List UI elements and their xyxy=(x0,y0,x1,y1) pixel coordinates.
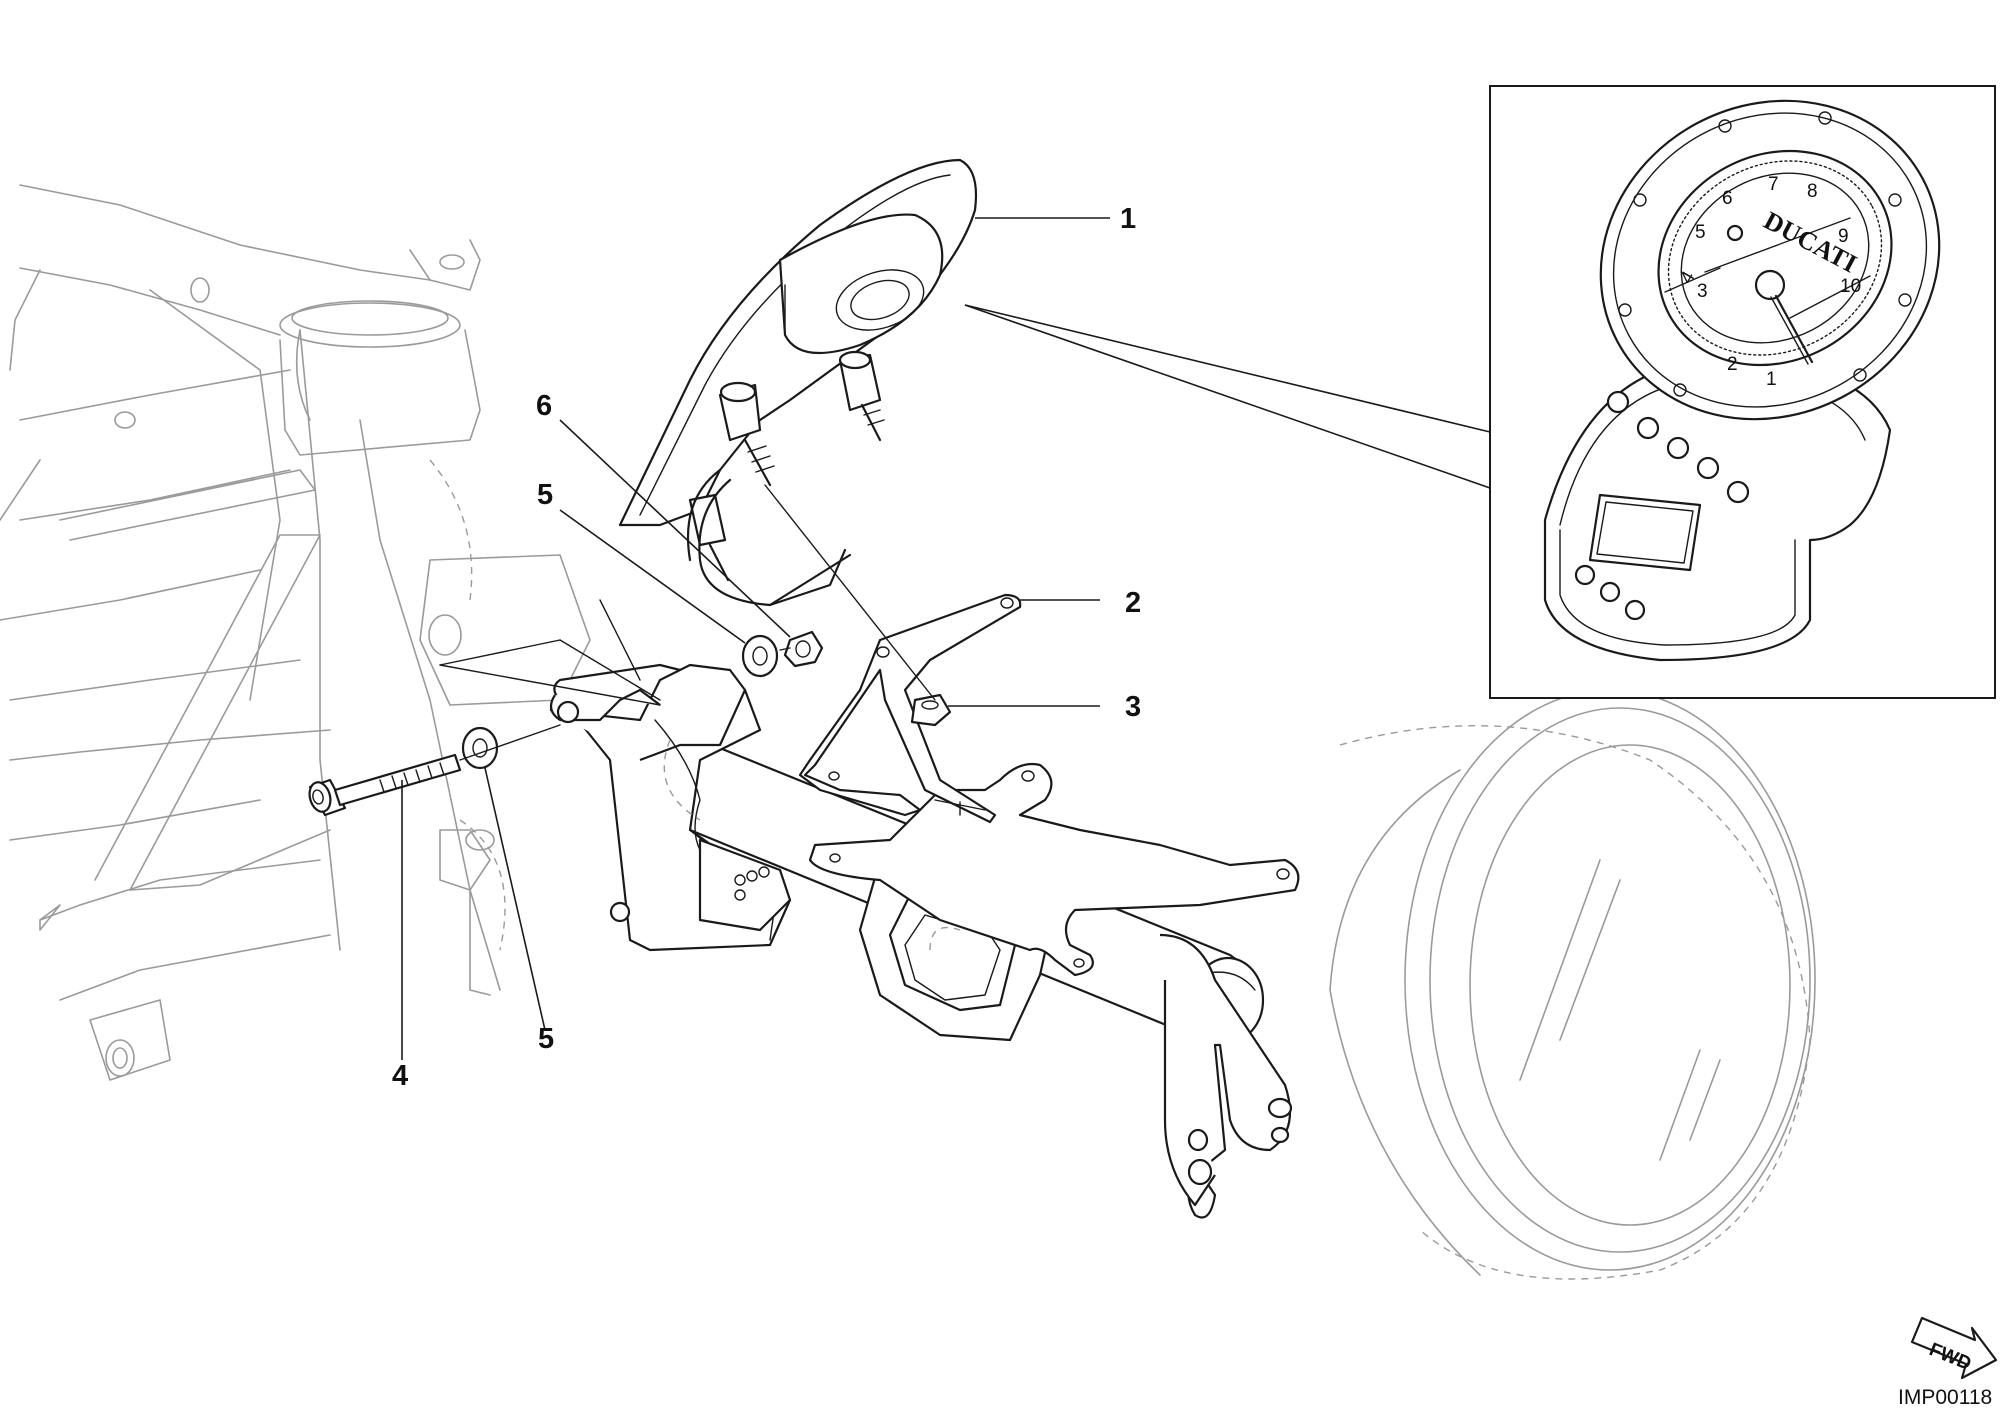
dial-number-5: 5 xyxy=(1695,222,1706,243)
callout-2: 2 xyxy=(1125,587,1141,619)
dial-number-8: 8 xyxy=(1807,181,1818,202)
callout-3: 3 xyxy=(1125,691,1141,723)
callout-4: 4 xyxy=(392,1060,408,1092)
part-5-washer-lower xyxy=(461,726,499,770)
dial-number-6: 6 xyxy=(1722,188,1733,209)
assembly-lines xyxy=(439,484,936,761)
part-4-bolt xyxy=(308,753,462,817)
callout-1: 1 xyxy=(1120,203,1136,235)
part-1-instrument-panel xyxy=(618,158,978,607)
part-6-nut xyxy=(783,630,824,668)
forward-direction-arrow: FWD xyxy=(1910,1316,1998,1380)
headlight xyxy=(1329,689,1816,1280)
callout-5-lower: 5 xyxy=(538,1023,554,1055)
callout-leaders xyxy=(401,217,1491,1060)
dial-number-1: 1 xyxy=(1766,369,1777,390)
part-5-washer-upper xyxy=(741,634,779,678)
part-3-nut xyxy=(910,693,952,727)
part-2-instrument-bracket xyxy=(798,593,1022,824)
callout-6: 6 xyxy=(536,390,552,422)
dial-number-2: 2 xyxy=(1727,354,1738,375)
dial-number-7: 7 xyxy=(1768,174,1779,195)
dial-number-3: 3 xyxy=(1697,281,1708,302)
dial-number-9: 9 xyxy=(1838,226,1849,247)
instrument-support-bracket xyxy=(549,663,1300,1219)
dial-number-10: 10 xyxy=(1840,276,1861,297)
callout-5-upper: 5 xyxy=(537,479,553,511)
drawing-code: IMP00118 xyxy=(1898,1386,1992,1409)
callout-labels: 1 2 3 4 5 5 6 xyxy=(392,203,1141,1092)
instrument-detail-inset: 1 2 3 4 5 6 7 8 9 10 DUCATI xyxy=(1489,85,1996,699)
motorcycle-frame xyxy=(0,184,591,1081)
